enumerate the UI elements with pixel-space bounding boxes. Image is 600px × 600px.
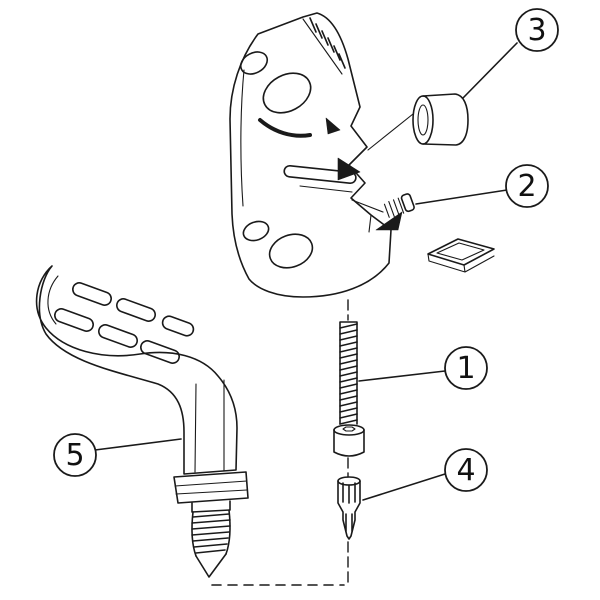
bit-body <box>337 480 361 540</box>
pocket-step-1 <box>351 199 384 213</box>
handle-thread <box>191 509 231 578</box>
top-band-edge <box>302 18 343 75</box>
pocket-step-2 <box>368 214 372 233</box>
screw-socket <box>342 426 356 432</box>
hole-bottom-small <box>242 220 270 242</box>
callout-1: 1 <box>444 346 488 390</box>
hole-top-large <box>262 72 312 114</box>
grip-slots <box>54 282 195 364</box>
insert-thickness <box>427 253 495 273</box>
shadow-curve <box>258 118 312 138</box>
diagram-artwork: 3 2 1 4 5 <box>35 8 559 586</box>
sleeve-face <box>412 95 434 145</box>
tool-body-outline <box>229 12 392 298</box>
screw-part <box>333 321 365 457</box>
body-contour-line <box>240 69 245 207</box>
handle-outline <box>35 265 238 475</box>
handle-part <box>35 265 249 578</box>
insert-top <box>427 238 495 266</box>
leader-3 <box>462 42 518 99</box>
leader-lines <box>94 42 518 501</box>
tool-body-part <box>229 12 392 298</box>
leader-2 <box>415 189 508 205</box>
callout-2: 2 <box>505 164 549 208</box>
torx-bit-part <box>337 476 361 540</box>
insertion-arrow <box>375 211 403 231</box>
callout-4-label: 4 <box>456 453 475 488</box>
callout-1-label: 1 <box>456 351 475 386</box>
set-screw-head <box>400 193 415 213</box>
callout-4: 4 <box>444 448 488 492</box>
clamp-pin-line <box>299 185 353 193</box>
screw-shank <box>339 321 358 425</box>
insert-seat <box>337 157 361 181</box>
serration-hatch <box>309 17 346 69</box>
shaft-line-left <box>194 383 197 473</box>
sleeve-align-line <box>367 113 414 151</box>
handle-neck <box>191 500 231 513</box>
sleeve-body <box>422 93 469 146</box>
screw-head <box>333 424 365 457</box>
bit-flutes <box>342 482 356 532</box>
callout-3-label: 3 <box>527 13 546 48</box>
center-line <box>211 299 349 586</box>
callout-5: 5 <box>53 433 97 477</box>
callout-3: 3 <box>515 8 559 52</box>
sleeve-bore <box>417 104 429 136</box>
leader-1 <box>358 370 446 382</box>
handle-collar <box>173 471 249 504</box>
handle-inner-contour <box>47 275 59 325</box>
hole-top-small <box>239 51 269 75</box>
set-screw-part <box>383 193 415 218</box>
hole-bottom-large <box>268 233 314 269</box>
sleeve-part <box>412 93 469 146</box>
handle-tip-cone <box>195 553 227 578</box>
screw-threads <box>339 323 358 425</box>
clamp-pin <box>283 165 357 184</box>
insert-inner-edge <box>436 242 485 261</box>
insert-part <box>427 238 495 273</box>
callout-5-label: 5 <box>65 438 84 473</box>
bit-top <box>337 476 361 486</box>
leader-5 <box>94 438 182 451</box>
callout-2-label: 2 <box>517 169 536 204</box>
leader-4 <box>362 473 446 501</box>
dark-wedge <box>325 117 341 135</box>
